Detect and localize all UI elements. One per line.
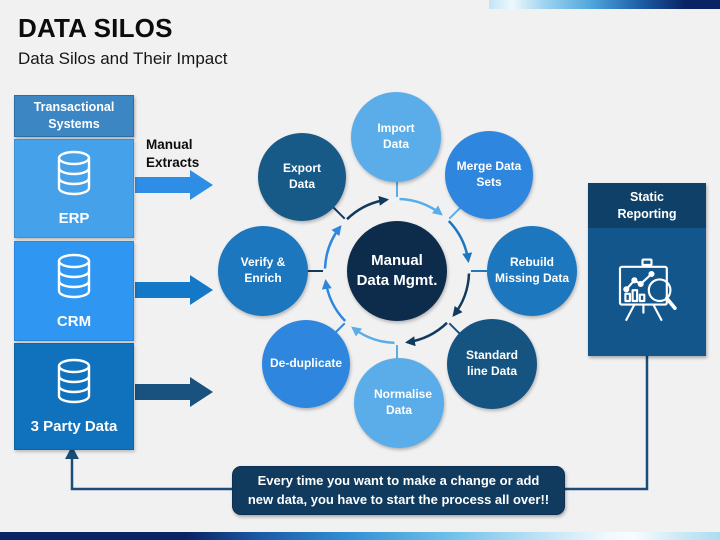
database-icon [57, 150, 91, 196]
callout-line2: new data, you have to start the process … [247, 491, 550, 507]
cycle-label-verify-enrich: Verify & Enrich [240, 255, 286, 285]
cycle-arc-4 [452, 273, 471, 317]
system-label-3party: 3 Party Data [30, 418, 118, 435]
cycle-arc-2 [399, 197, 443, 216]
bottom-accent-bar [0, 532, 720, 540]
hub-label-line2: Data Mgmt. [356, 272, 438, 289]
report-analysis-icon [618, 258, 677, 321]
system-box-3party: 3 Party Data [14, 343, 134, 450]
hub-label-line1: Manual [371, 251, 423, 269]
cycle-label-export-data: Export Data [282, 161, 321, 191]
cycle-stem-merge [448, 206, 462, 220]
extract-arrow-crm [135, 275, 213, 305]
cycle-arc-8 [323, 225, 342, 269]
cycle-circle-normalise-data: Normalise Data [354, 358, 444, 448]
cycle-circle-merge-data-sets: Merge Data Sets [445, 131, 533, 219]
top-accent-bar [489, 0, 720, 9]
cycle-circle-standard-line-data: Standard line Data [447, 319, 537, 409]
transactional-systems-label: Transactional Systems [33, 100, 115, 131]
system-box-erp: ERP [14, 139, 134, 238]
callout-line1: Every time you want to make a change or … [257, 472, 540, 488]
static-reporting-label: Static Reporting [617, 189, 677, 221]
system-box-crm: CRM [14, 241, 134, 341]
cycle-arc-7 [321, 279, 347, 322]
manual-extracts-label: Manual Extracts [146, 137, 200, 170]
cycle-arc-1 [346, 195, 389, 221]
feedback-line [70, 455, 232, 491]
cycle-arc-3 [447, 220, 473, 263]
cycle-circle-verify-enrich: Verify & Enrich [218, 226, 308, 316]
system-label-crm: CRM [56, 312, 92, 330]
cycle-arc-5 [405, 321, 448, 347]
extract-arrow-erp [135, 170, 213, 200]
cycle-circle-de-duplicate: De-duplicate [262, 320, 350, 408]
static-reporting-header: Static Reporting [588, 183, 706, 228]
cycle-stem-export [332, 206, 346, 220]
cycle-circle-export-data: Export Data [258, 133, 346, 221]
static-reporting-body [588, 228, 706, 356]
database-icon [57, 253, 91, 298]
reporting-connector-line [563, 356, 649, 491]
page-subtitle: Data Silos and Their Impact [18, 49, 228, 68]
page-title: DATA SILOS [18, 13, 173, 43]
extract-arrow-3party [135, 377, 213, 407]
cycle-label-standard-line-data: Standard line Data [465, 348, 518, 378]
cycle-label-normalise-data: Normalise Data [374, 387, 433, 417]
cycle-label-rebuild-missing-data: Rebuild Missing Data [494, 255, 569, 285]
hub-circle-manual-data-mgmt: Manual Data Mgmt. [347, 221, 447, 321]
cycle-label-import-data: Import Data [377, 121, 415, 151]
cycle-arc-6 [351, 326, 395, 345]
cycle-label-de-duplicate: De-duplicate [269, 356, 342, 371]
cycle-circle-import-data: Import Data [351, 92, 441, 182]
database-icon [57, 358, 91, 404]
transactional-systems-header: Transactional Systems [14, 95, 134, 137]
cycle-label-merge-data-sets: Merge Data Sets [456, 159, 522, 189]
callout-box: Every time you want to make a change or … [232, 466, 565, 515]
feedback-arrowhead-up [65, 446, 79, 459]
cycle-circle-rebuild-missing-data: Rebuild Missing Data [487, 226, 577, 316]
system-label-erp: ERP [58, 210, 90, 227]
static-reporting-box: Static Reporting [588, 183, 706, 356]
